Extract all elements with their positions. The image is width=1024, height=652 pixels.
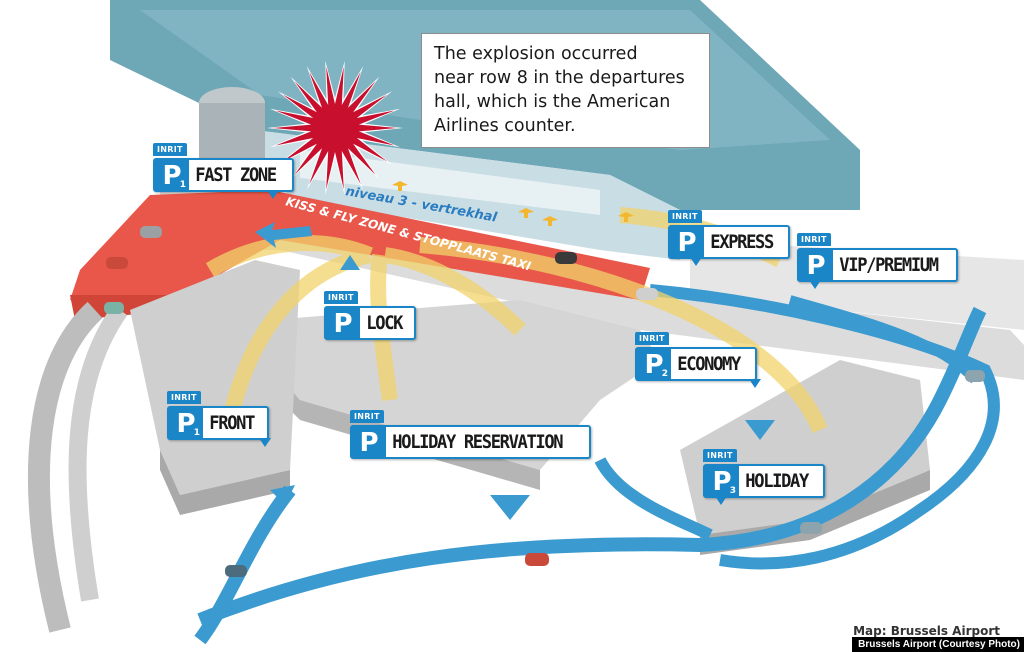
p-letter: P xyxy=(359,428,379,458)
airplane-icons xyxy=(392,181,634,226)
sign-label: LOCK xyxy=(366,312,403,334)
inrit-tag: INRIT xyxy=(797,233,831,246)
parking-p-icon: INRIT P 3 xyxy=(703,449,739,497)
direction-arrows xyxy=(255,222,775,520)
explosion-callout: The explosion occurred near row 8 in the… xyxy=(421,33,710,148)
road-bottom xyxy=(197,306,987,627)
parking-p-icon: INRIT P 1 xyxy=(153,143,189,191)
p-sub: 1 xyxy=(179,180,186,190)
road-vip-loop xyxy=(788,295,979,384)
sign-label: VIP/PREMIUM xyxy=(839,254,939,276)
callout-line-4: Airlines counter. xyxy=(434,116,576,136)
cars xyxy=(104,226,985,577)
holiday-garage xyxy=(680,360,930,535)
p-letter: P xyxy=(677,228,697,258)
road-holiday-in xyxy=(594,457,713,541)
parking-p-icon: INRIT P xyxy=(797,233,833,281)
sign-fast-zone: INRIT P 1 FAST ZONE xyxy=(153,143,295,199)
p-letter: P xyxy=(644,350,664,380)
sign-holiday-reservation: INRIT P HOLIDAY RESERVATION xyxy=(350,410,591,459)
callout-line-3: hall, which is the American xyxy=(434,92,671,112)
sign-label: FRONT xyxy=(209,412,255,434)
p-letter: P xyxy=(176,409,196,439)
sign-pointer-icon xyxy=(267,190,279,199)
left-garage-side xyxy=(160,450,290,515)
p-letter: P xyxy=(333,309,353,339)
terminal-glass xyxy=(300,150,600,215)
left-ramp-2 xyxy=(68,304,128,602)
p-letter: P xyxy=(712,467,732,497)
photo-credit: Brussels Airport (Courtesy Photo) xyxy=(852,637,1024,652)
parking-p-icon: INRIT P 2 xyxy=(635,332,671,380)
explosion-icon xyxy=(267,60,403,196)
parking-p-icon: INRIT P 1 xyxy=(167,391,203,439)
callout-line-2: near row 8 in the departures xyxy=(434,68,685,88)
inrit-tag: INRIT xyxy=(167,391,201,404)
sign-pointer-icon xyxy=(690,257,702,266)
parking-p-icon: INRIT P xyxy=(350,410,386,458)
sign-label: ECONOMY xyxy=(677,353,741,375)
sign-pointer-icon xyxy=(809,280,821,289)
sign-vip-premium: INRIT P VIP/PREMIUM xyxy=(797,233,959,289)
sign-label: EXPRESS xyxy=(710,231,774,253)
p-letter: P xyxy=(806,251,826,281)
sign-economy: INRIT P 2 ECONOMY xyxy=(635,332,761,388)
sign-express: INRIT P EXPRESS xyxy=(668,210,790,266)
parking-p-icon: INRIT P xyxy=(668,210,704,258)
road-right-outer xyxy=(649,284,1000,570)
inrit-tag: INRIT xyxy=(703,449,737,462)
parking-p-icon: INRIT P xyxy=(324,291,360,339)
callout-line-1: The explosion occurred xyxy=(434,44,638,64)
sign-lock: INRIT P LOCK xyxy=(324,291,416,340)
sign-label: HOLIDAY xyxy=(745,470,809,492)
inrit-tag: INRIT xyxy=(635,332,669,345)
p-letter: P xyxy=(162,161,182,191)
p-sub: 3 xyxy=(729,486,736,496)
p-sub: 1 xyxy=(193,428,200,438)
sign-pointer-icon xyxy=(749,379,761,388)
sign-pointer-icon xyxy=(259,438,271,447)
inrit-tag: INRIT xyxy=(324,291,358,304)
sign-holiday: INRIT P 3 HOLIDAY xyxy=(703,449,825,505)
sign-front: INRIT P 1 FRONT xyxy=(167,391,271,447)
inrit-tag: INRIT xyxy=(153,143,187,156)
p-sub: 2 xyxy=(661,369,668,379)
sign-pointer-icon xyxy=(715,496,727,505)
inrit-tag: INRIT xyxy=(350,410,384,423)
sign-label: FAST ZONE xyxy=(195,164,277,186)
sign-label: HOLIDAY RESERVATION xyxy=(392,431,563,453)
map-credit: Map: Brussels Airport xyxy=(853,624,1000,638)
left-ramp-1 xyxy=(27,301,103,633)
inrit-tag: INRIT xyxy=(668,210,702,223)
